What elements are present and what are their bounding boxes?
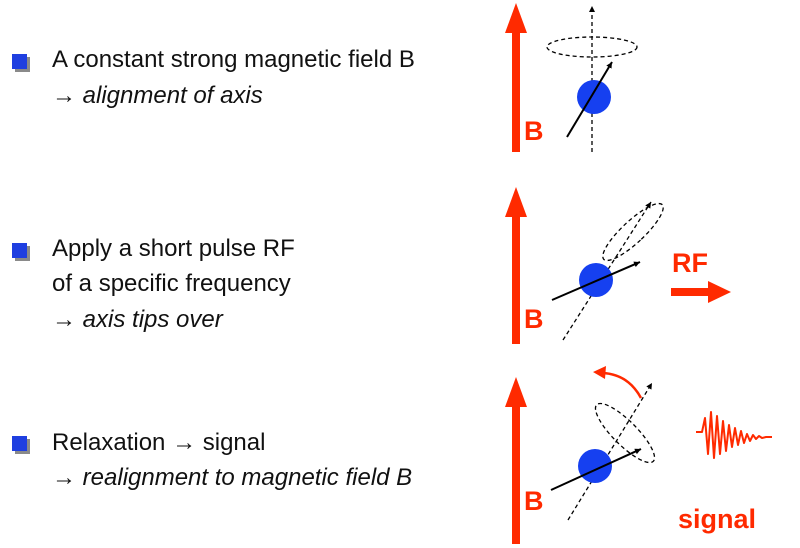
field-label: B	[524, 486, 544, 516]
signal-label: signal	[678, 504, 756, 534]
diagram-aligned: B	[505, 3, 638, 152]
implies-arrow: →	[52, 82, 76, 109]
spin-axis	[567, 382, 653, 521]
field-arrow-icon	[505, 187, 527, 344]
field-arrow-icon	[505, 3, 527, 152]
magnetic-moment-arrow	[566, 61, 613, 138]
item-1-line-2: → alignment of axis	[52, 82, 263, 109]
item-1-line-1: A constant strong magnetic field B	[52, 46, 415, 73]
precession-orbit	[602, 202, 664, 262]
magnetic-moment-arrow	[550, 448, 642, 491]
bullet-3	[12, 436, 27, 451]
implies-arrow: →	[52, 464, 76, 491]
signal-wave-icon	[696, 411, 772, 459]
item-3-line-1: Relaxation → signal	[52, 429, 266, 456]
item-3-line-2: → realignment to magnetic field B	[52, 464, 413, 491]
rf-label: RF	[672, 248, 708, 278]
rotation-arrow-icon	[593, 366, 643, 399]
field-label: B	[524, 116, 544, 146]
precession-orbit	[546, 36, 638, 58]
bullet-2	[12, 243, 27, 258]
diagram-tipped: B RF	[505, 187, 731, 344]
item-2-line-3: → axis tips over	[52, 306, 223, 333]
item-2-line-1: Apply a short pulse RF	[52, 235, 295, 262]
spin-axis	[562, 201, 652, 341]
magnetic-moment-arrow	[551, 261, 641, 301]
rf-arrow-icon	[671, 281, 731, 303]
field-label: B	[524, 304, 544, 334]
bullet-1	[12, 54, 27, 69]
implies-arrow: →	[52, 306, 76, 333]
proton-icon	[578, 449, 612, 483]
precession-orbit	[594, 402, 656, 464]
item-2-line-2: of a specific frequency	[52, 270, 291, 297]
diagram-relaxation: B signal	[505, 366, 772, 544]
field-arrow-icon	[505, 377, 527, 544]
proton-icon	[577, 80, 611, 114]
